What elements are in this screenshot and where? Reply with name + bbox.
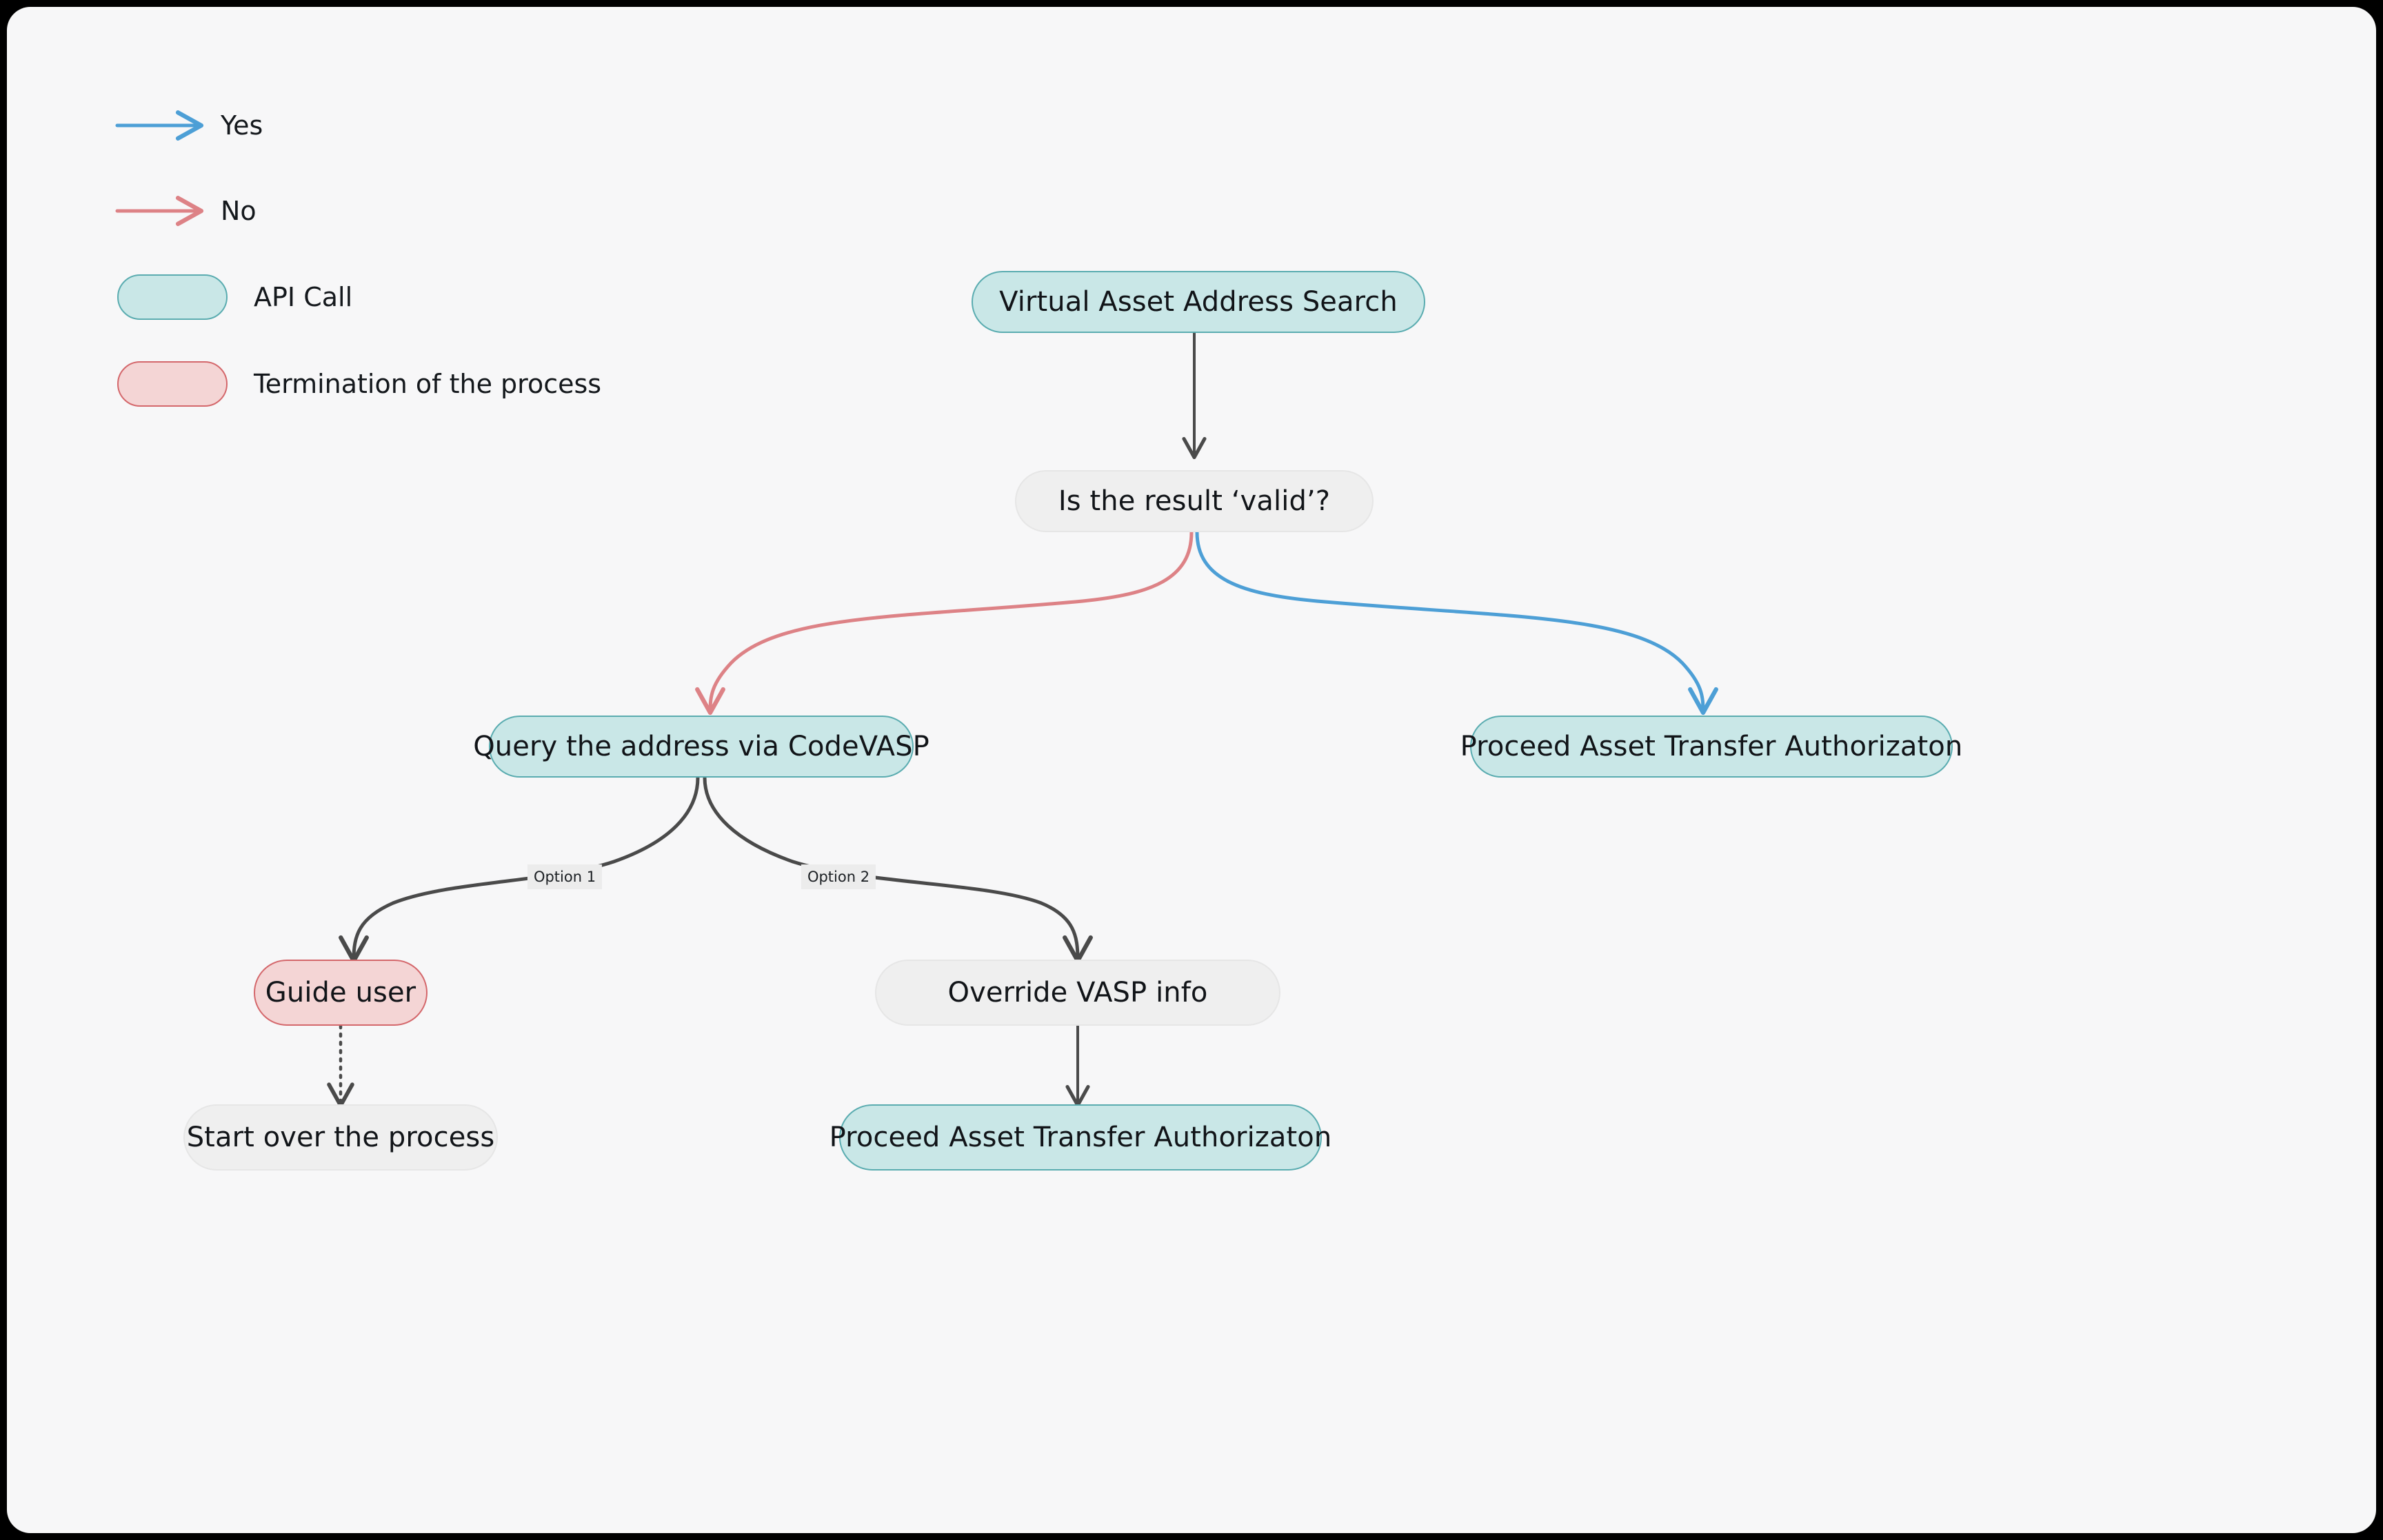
edge-codevasp-to-guide [339, 776, 700, 964]
node-proceed-asset-transfer-authorizaton-right[interactable]: Proceed Asset Transfer Authorizaton [1460, 716, 1962, 778]
legend-label-yes: Yes [221, 110, 263, 141]
node-override-vasp-info[interactable]: Override VASP info [875, 960, 1280, 1026]
diagram-canvas: Yes No API Call Termination of the proce… [7, 7, 2376, 1533]
edge-layer [327, 330, 1718, 1108]
edge-label-option-2: Option 2 [801, 864, 876, 889]
edge-valid-to-codevasp [695, 530, 1194, 716]
node-is-the-result-valid[interactable]: Is the result ‘valid’? [1015, 470, 1374, 532]
node-start-over-the-process[interactable]: Start over the process [183, 1104, 498, 1171]
flowchart: Yes No API Call Termination of the proce… [7, 7, 2376, 1533]
node-guide-user[interactable]: Guide user [254, 960, 428, 1026]
node-virtual-asset-address-search[interactable]: Virtual Asset Address Search [972, 271, 1425, 333]
legend-swatch-termination [117, 361, 228, 407]
legend-swatch-api-call [117, 274, 228, 320]
edge-label-option-1: Option 1 [527, 864, 603, 889]
edge-codevasp-to-override [703, 776, 1093, 964]
legend-label-api-call: API Call [254, 282, 353, 312]
legend-label-termination: Termination of the process [254, 369, 602, 399]
legend-arrow-layer [115, 110, 204, 226]
node-query-the-address-via-codevasp[interactable]: Query the address via CodeVASP [473, 716, 929, 778]
edge-valid-to-proceed1 [1195, 530, 1718, 716]
legend-label-no: No [221, 196, 257, 226]
node-proceed-asset-transfer-authorizaton-bottom[interactable]: Proceed Asset Transfer Authorizaton [829, 1104, 1331, 1171]
